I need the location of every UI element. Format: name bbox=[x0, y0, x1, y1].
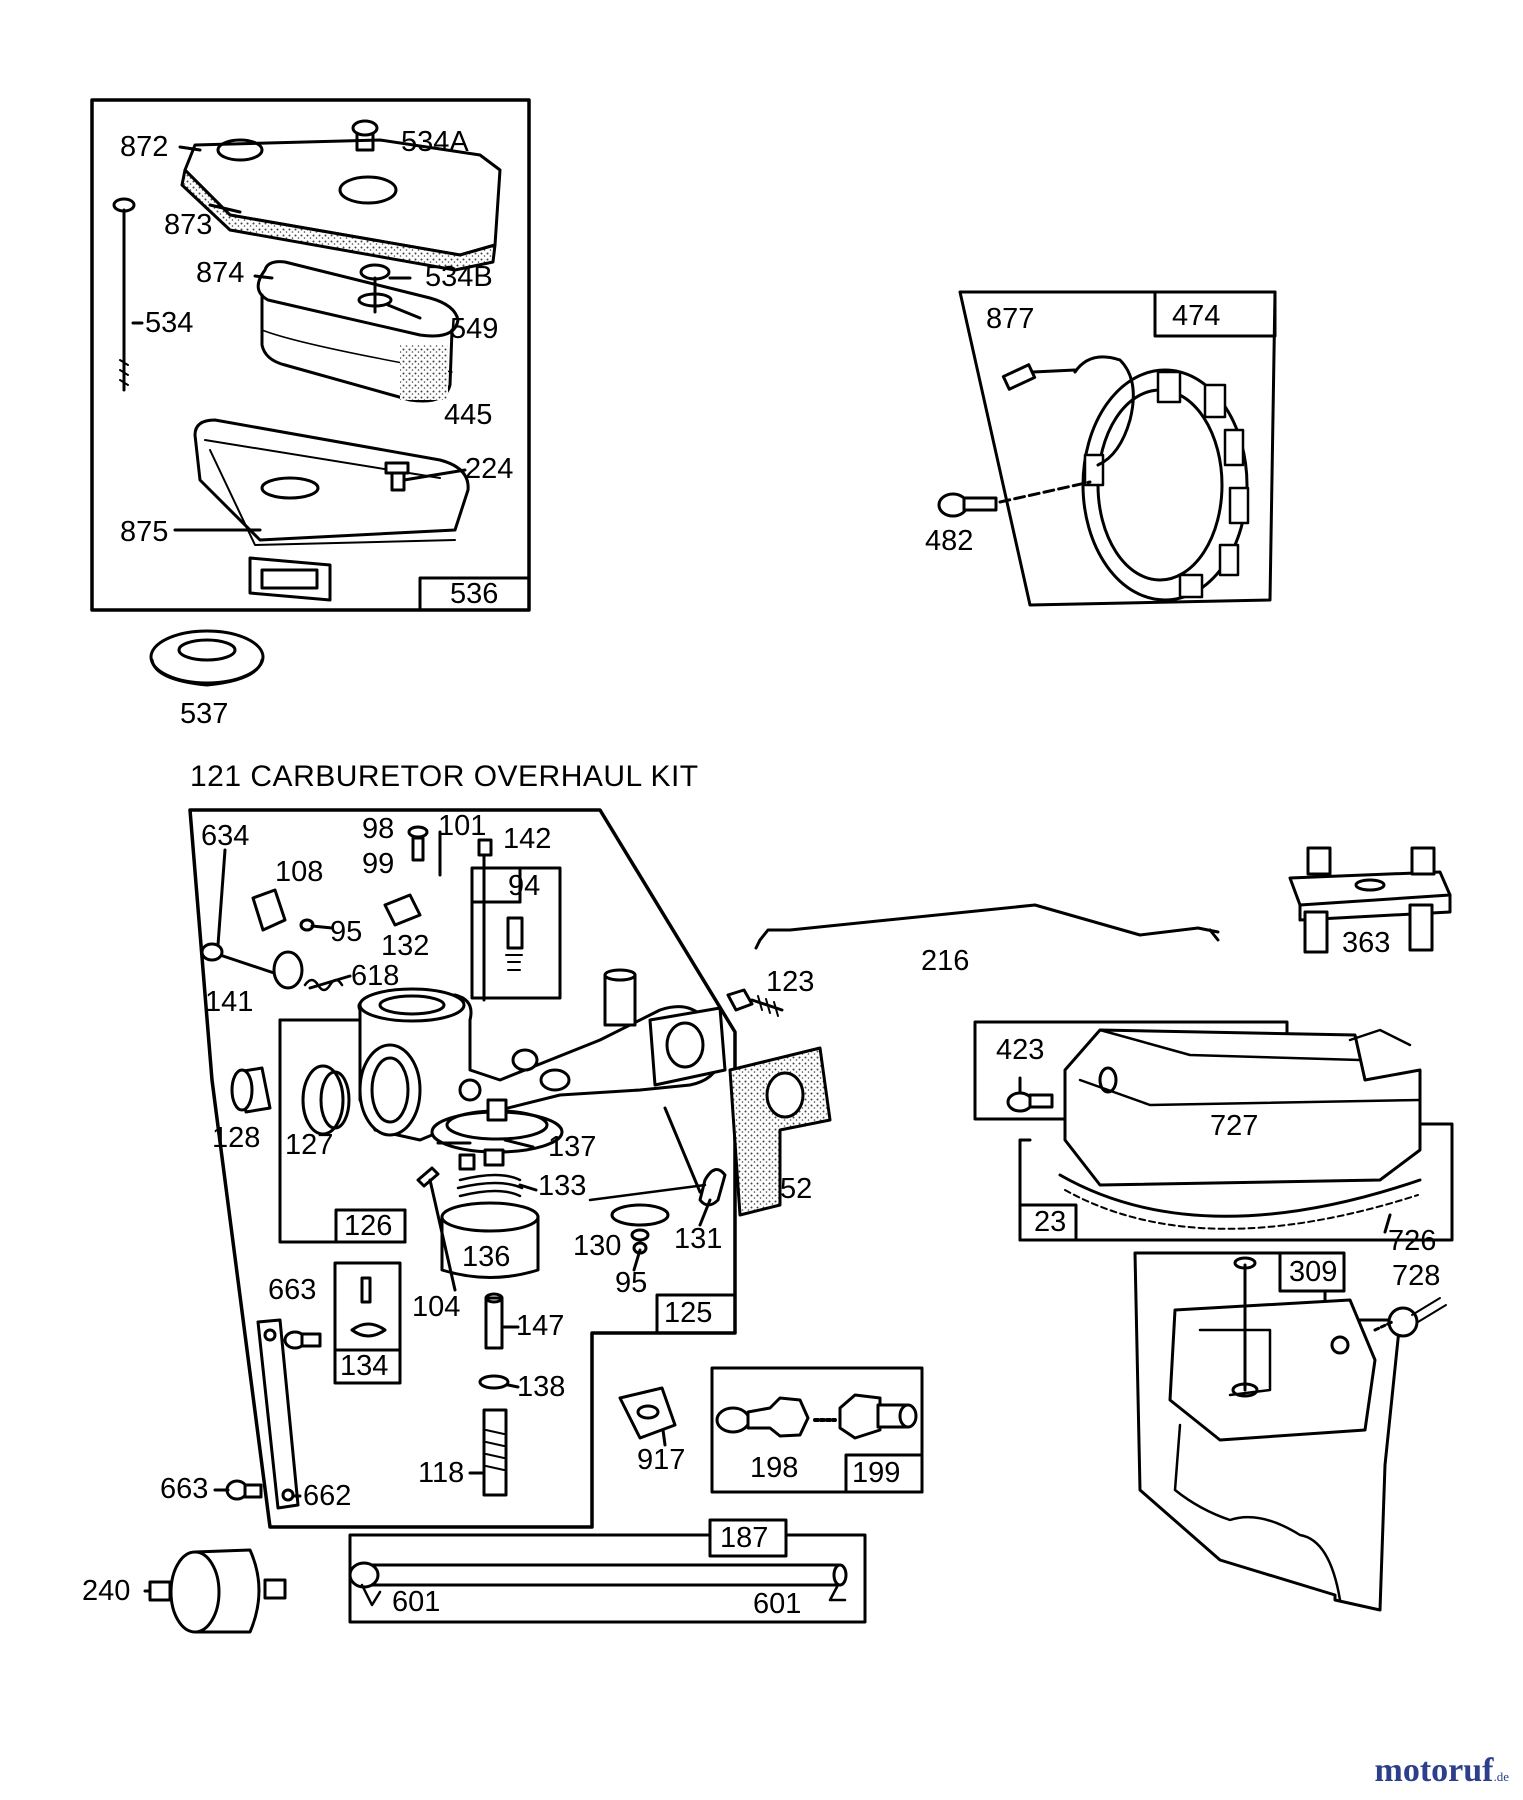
link-216-group bbox=[754, 903, 1220, 950]
callout-131: 131 bbox=[674, 1223, 723, 1255]
callout-534B: 534B bbox=[425, 261, 493, 293]
callout-94: 94 bbox=[508, 870, 541, 902]
callout-534: 534 bbox=[145, 307, 194, 339]
carburetor-kit-group bbox=[188, 808, 737, 1529]
callout-99: 99 bbox=[362, 848, 395, 880]
callout-98: 98 bbox=[362, 813, 395, 845]
fitting-198-199-group bbox=[710, 1366, 924, 1494]
callout-618: 618 bbox=[351, 960, 400, 992]
callout-663-bottom: 663 bbox=[160, 1473, 209, 1505]
callout-133: 133 bbox=[538, 1170, 587, 1202]
watermark-logo: motoruf.de bbox=[1375, 1752, 1510, 1790]
engine-block-309-group bbox=[1133, 1251, 1447, 1612]
callout-875: 875 bbox=[120, 516, 169, 548]
callout-534A: 534A bbox=[401, 126, 469, 158]
callout-549: 549 bbox=[450, 313, 499, 345]
callout-52: 52 bbox=[780, 1173, 813, 1205]
callout-917: 917 bbox=[637, 1444, 686, 1476]
callout-726: 726 bbox=[1388, 1225, 1437, 1257]
callout-199: 199 bbox=[852, 1457, 901, 1489]
callout-130: 130 bbox=[573, 1230, 622, 1262]
armature-group bbox=[937, 290, 1277, 607]
callout-445: 445 bbox=[444, 399, 493, 431]
callout-104: 104 bbox=[412, 1291, 461, 1323]
callout-137: 137 bbox=[548, 1131, 597, 1163]
callout-142: 142 bbox=[503, 823, 552, 855]
callout-132: 132 bbox=[381, 930, 430, 962]
callout-95-top: 95 bbox=[330, 916, 363, 948]
bracket-363-group bbox=[1288, 846, 1452, 954]
callout-134: 134 bbox=[340, 1350, 389, 1382]
kit-title: 121 CARBURETOR OVERHAUL KIT bbox=[190, 760, 699, 793]
callout-240: 240 bbox=[82, 1575, 131, 1607]
callout-126: 126 bbox=[344, 1210, 393, 1242]
callout-95-bottom: 95 bbox=[615, 1267, 648, 1299]
callout-125: 125 bbox=[664, 1297, 713, 1329]
callout-482: 482 bbox=[925, 525, 974, 557]
callout-663-top: 663 bbox=[268, 1274, 317, 1306]
callout-118: 118 bbox=[418, 1457, 465, 1489]
callout-141: 141 bbox=[205, 986, 254, 1018]
callout-363: 363 bbox=[1342, 927, 1391, 959]
callout-872: 872 bbox=[120, 131, 169, 163]
callout-877: 877 bbox=[986, 303, 1035, 335]
callout-123: 123 bbox=[766, 966, 815, 998]
screw-123-group bbox=[726, 988, 784, 1017]
callout-309: 309 bbox=[1289, 1256, 1338, 1288]
callout-138: 138 bbox=[517, 1371, 566, 1403]
callout-874: 874 bbox=[196, 257, 245, 289]
callout-662: 662 bbox=[303, 1480, 352, 1512]
fuel-filter-240-group bbox=[143, 1548, 287, 1634]
callout-601-left: 601 bbox=[392, 1586, 441, 1618]
callout-727: 727 bbox=[1210, 1110, 1259, 1142]
gasket-52-group bbox=[728, 1046, 832, 1217]
callout-101: 101 bbox=[438, 810, 487, 842]
callout-187: 187 bbox=[720, 1522, 769, 1554]
air-cleaner-group bbox=[90, 98, 531, 687]
callout-537: 537 bbox=[180, 698, 229, 730]
watermark-text: motoruf bbox=[1374, 1752, 1494, 1789]
callout-128: 128 bbox=[212, 1122, 261, 1154]
part-917-group bbox=[618, 1386, 677, 1447]
callout-728: 728 bbox=[1392, 1260, 1441, 1292]
callout-224: 224 bbox=[465, 453, 514, 485]
callout-601-right: 601 bbox=[753, 1588, 802, 1620]
callout-634: 634 bbox=[201, 820, 250, 852]
callout-474: 474 bbox=[1172, 300, 1221, 332]
fuel-line-187-group bbox=[348, 1518, 867, 1624]
callout-147: 147 bbox=[516, 1310, 565, 1342]
callout-23: 23 bbox=[1034, 1206, 1067, 1238]
callout-136: 136 bbox=[462, 1241, 511, 1273]
watermark-suffix: .de bbox=[1493, 1769, 1509, 1784]
callout-108: 108 bbox=[275, 856, 324, 888]
callout-423: 423 bbox=[996, 1034, 1045, 1066]
callout-536: 536 bbox=[450, 578, 499, 610]
callout-873: 873 bbox=[164, 209, 213, 241]
flywheel-group bbox=[973, 1020, 1454, 1242]
callout-127: 127 bbox=[285, 1129, 334, 1161]
callout-198: 198 bbox=[750, 1452, 799, 1484]
callout-216: 216 bbox=[921, 945, 970, 977]
